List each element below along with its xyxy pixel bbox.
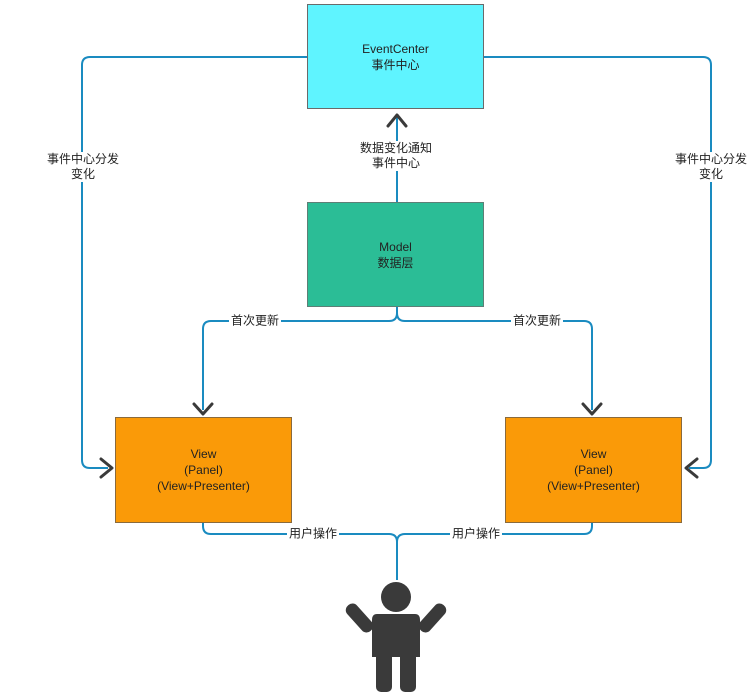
- edge-label-model-to-left: 首次更新: [228, 313, 282, 329]
- edge-label-model-to-right: 首次更新: [510, 313, 564, 329]
- arrowhead-left-icon: [684, 457, 699, 479]
- arrowhead-down-icon: [581, 402, 603, 416]
- arrowhead-right-icon: [99, 457, 114, 479]
- event-center-node: EventCenter 事件中心: [307, 4, 484, 109]
- model-node: Model 数据层: [307, 202, 484, 307]
- edge-center-to-right: [484, 56, 712, 469]
- node-subtitle: (Panel): [184, 463, 223, 477]
- edge-label-center-to-left: 事件中心分发 变化: [44, 152, 122, 182]
- view-right-node: View (Panel) (View+Presenter): [505, 417, 682, 523]
- node-subtitle: (Panel): [574, 463, 613, 477]
- edge-label-center-to-right: 事件中心分发 变化: [672, 152, 750, 182]
- node-title: EventCenter: [362, 41, 429, 56]
- node-subtitle: 事件中心: [371, 57, 420, 72]
- edge-model-to-right: [396, 307, 593, 410]
- node-title: Model: [379, 239, 412, 254]
- node-title: View: [190, 447, 217, 461]
- edge-user-to-right: [396, 523, 593, 543]
- edge-label-user-to-right: 用户操作: [449, 526, 503, 542]
- person-icon: [345, 582, 447, 692]
- view-left-node: View (Panel) (View+Presenter): [115, 417, 292, 523]
- node-title: View: [580, 447, 607, 461]
- edge-label-user-to-left: 用户操作: [286, 526, 340, 542]
- edge-label-model-to-center: 数据变化通知 事件中心: [357, 141, 435, 171]
- edge-center-to-left: [81, 56, 307, 469]
- arrowhead-down-icon: [192, 402, 214, 416]
- arrowhead-up-icon: [386, 113, 408, 128]
- node-subtitle: 数据层: [377, 255, 414, 270]
- node-subtitle: (View+Presenter): [157, 479, 250, 493]
- node-subtitle: (View+Presenter): [547, 479, 640, 493]
